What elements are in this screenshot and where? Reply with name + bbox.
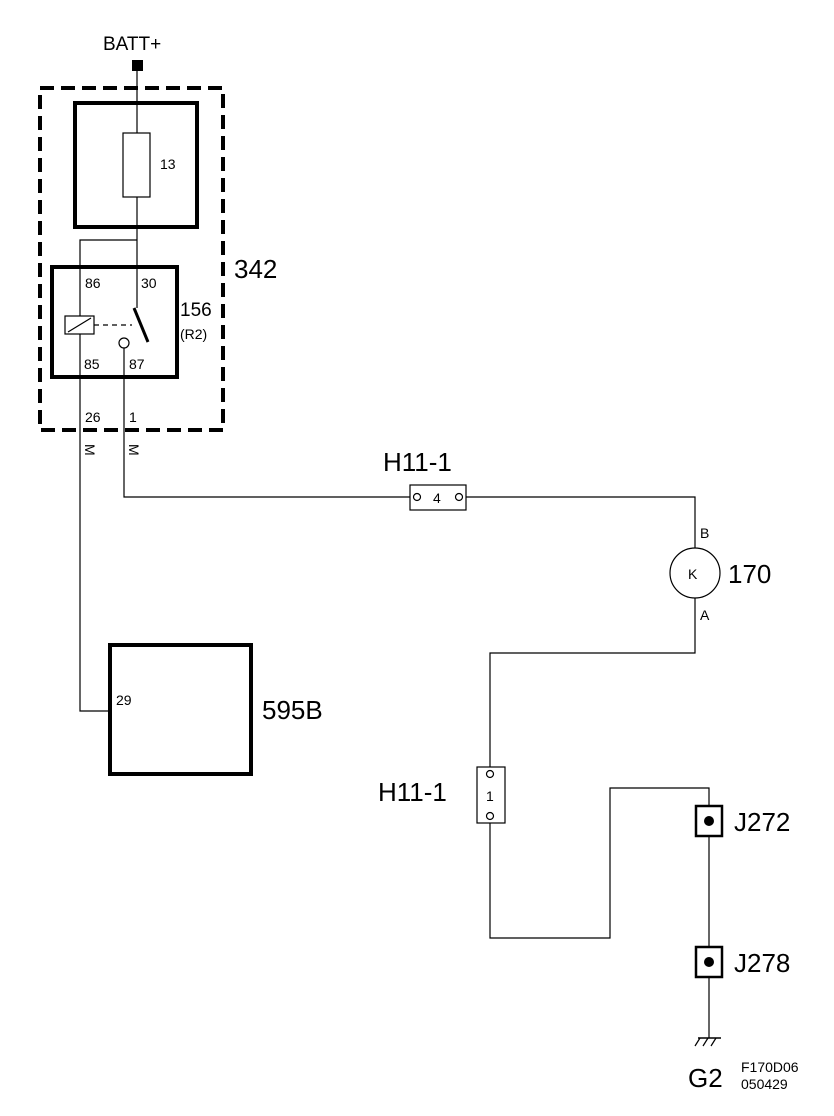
relay-contact-arm [132,307,150,343]
connector-h11-top-pin-left [412,492,422,502]
wire-h11-to-j272 [489,787,710,939]
ground-g2-icon [694,1037,721,1047]
connector-h11-bottom-pin-top [485,769,495,779]
relay-sub-label: (R2) [180,326,207,342]
relay-box [50,265,179,379]
connector-h11-top-pin-right [454,492,464,502]
pin-30-label: 30 [141,275,157,291]
figure-date-code: 050429 [741,1076,788,1092]
pin-26-label: 26 [85,409,101,425]
figure-code: F170D06 [741,1059,799,1075]
pin-87-label: 87 [129,356,145,372]
module-342-label: 342 [234,254,277,284]
fuse-box [73,101,199,229]
batt-terminal [132,60,143,71]
pin-1-label: 1 [129,409,137,425]
splice-j272-dot [704,816,714,826]
fuse-label: 13 [160,156,176,172]
ecu-pin-29-label: 29 [116,692,132,708]
relay-contact-87 [118,337,130,349]
splice-j272-label: J272 [734,807,790,837]
splice-j278-dot [704,957,714,967]
ground-g2-label: G2 [688,1063,723,1093]
module-342-enclosure [38,86,225,432]
wire-1-to-h11-4 [123,430,410,498]
wire-h11-to-motor-b [466,496,696,549]
connector-h11-bottom-label: H11-1 [378,777,447,807]
motor-pin-b-label: B [700,525,709,541]
fuse-element [122,132,151,198]
relay-label: 156 [180,300,212,321]
connector-h11-top-pin-label: 4 [433,490,441,506]
relay-coil-diagonal [67,317,92,333]
wire-color-m-left: M [82,444,98,456]
wire-86 [79,239,137,316]
wire-motor-a-to-h11-1 [489,598,696,767]
wire-26-to-29 [79,430,110,712]
pin-85-label: 85 [84,356,100,372]
ecu-595b-box [108,643,253,776]
motor-pin-a-label: A [700,607,710,623]
ecu-595b-label: 595B [262,695,323,725]
connector-h11-bottom-pin-label: 1 [486,788,494,804]
connector-h11-top-label: H11-1 [383,447,452,477]
motor-symbol: K [688,566,698,582]
pin-86-label: 86 [85,275,101,291]
motor-label: 170 [728,559,771,589]
connector-h11-bottom-pin-bottom [485,811,495,821]
batt-label: BATT+ [103,34,161,55]
splice-j278-label: J278 [734,948,790,978]
wire-color-m-right: M [126,444,142,456]
